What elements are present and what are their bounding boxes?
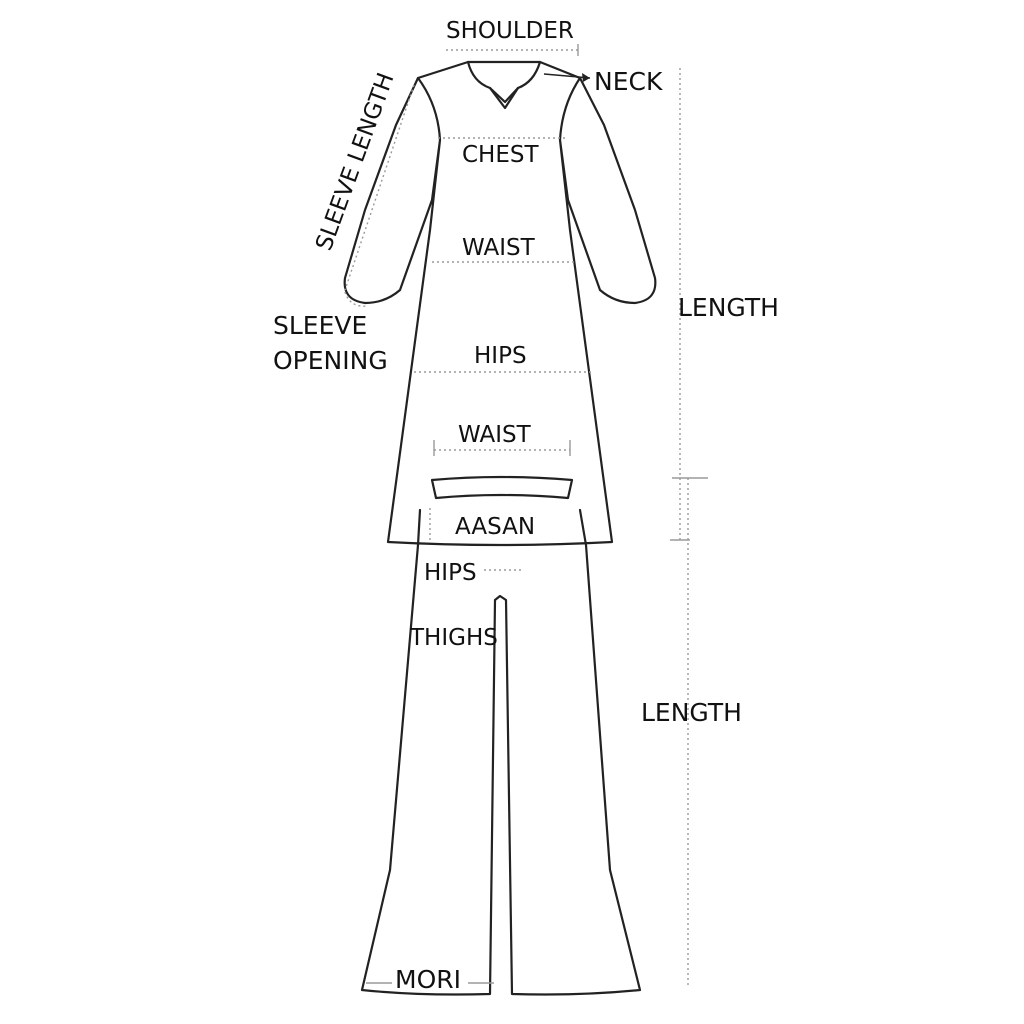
sleeve-opening-guide (344, 291, 369, 307)
shoulder-label: SHOULDER (446, 18, 574, 44)
neck-label: NECK (594, 67, 663, 96)
chest-label: CHEST (462, 142, 539, 168)
kurta-outline (343, 60, 657, 547)
sleeve-length-label: SLEEVE LENGTH (311, 69, 399, 254)
hips-top-label: HIPS (474, 343, 527, 369)
thighs-label: THIGHS (409, 625, 498, 651)
salwar-guides (366, 440, 689, 985)
mori-label: MORI (395, 965, 461, 994)
hips-bottom-label: HIPS (424, 560, 477, 586)
sleeve-opening-label-line2: OPENING (273, 346, 388, 375)
length-bottom-label: LENGTH (641, 698, 742, 727)
waist-bottom-label: WAIST (458, 422, 532, 448)
sleeve-opening-label-line1: SLEEVE (273, 311, 367, 340)
neck-arrow (543, 73, 591, 82)
salwar-outline (360, 475, 642, 996)
length-top-label: LENGTH (678, 293, 779, 322)
sleeve-length-guide (344, 84, 415, 291)
kurta-guides (344, 44, 708, 541)
aasan-label: AASAN (455, 514, 535, 540)
waist-top-label: WAIST (462, 235, 536, 261)
